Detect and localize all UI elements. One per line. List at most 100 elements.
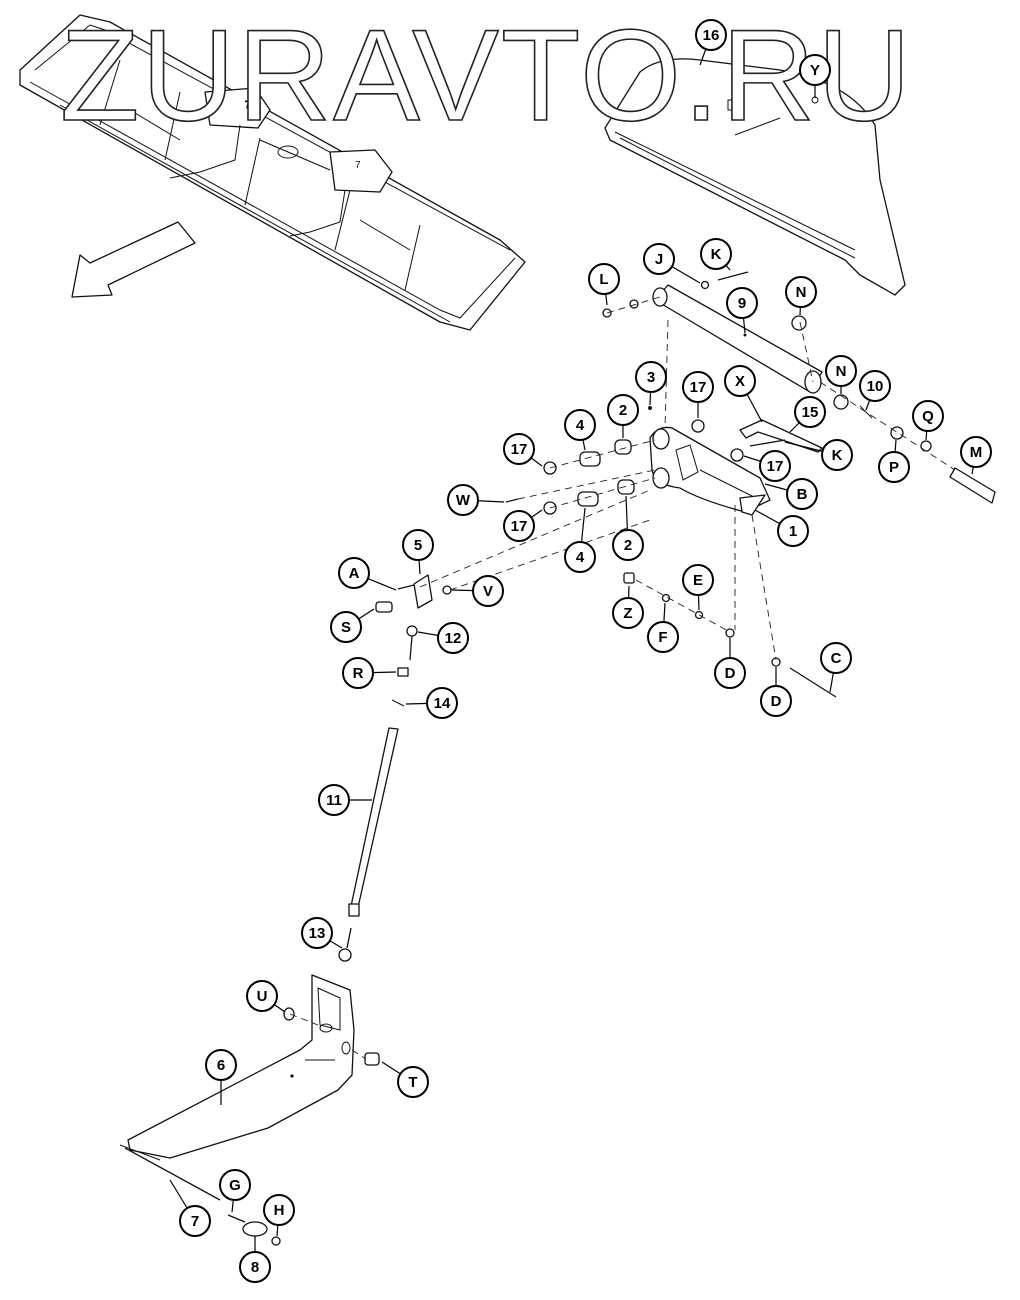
- callout-P: P: [878, 439, 910, 483]
- callout-circle-U: [246, 980, 278, 1012]
- callout-R: R: [342, 657, 397, 689]
- callout-circle-S: [330, 611, 362, 643]
- part-C-pin: [789, 667, 837, 698]
- callout-12: 12: [417, 622, 469, 654]
- callout-label-9: 9: [738, 295, 746, 312]
- callout-circle-N-top: [785, 276, 817, 308]
- link-bar-9: [652, 284, 823, 394]
- callout-label-P: P: [889, 459, 899, 476]
- callout-circle-M: [960, 436, 992, 468]
- bracket-5: [413, 574, 433, 609]
- callout-label-17-c: 17: [511, 441, 528, 458]
- callout-label-R: R: [353, 665, 364, 682]
- callout-circle-Q: [912, 400, 944, 432]
- plate-8: [242, 1221, 268, 1237]
- callout-2-top: 2: [607, 394, 639, 438]
- callout-label-M: M: [970, 444, 983, 461]
- callout-circle-N-mid: [825, 355, 857, 387]
- bushing-2-bottom: [617, 479, 635, 495]
- callout-label-2-top: 2: [619, 402, 627, 419]
- callout-1: 1: [754, 509, 809, 547]
- callout-T: T: [381, 1061, 429, 1098]
- bracket-15: [739, 419, 823, 453]
- pin-7: [124, 1147, 221, 1201]
- callout-D-right: D: [760, 667, 792, 717]
- callout-14: 14: [405, 687, 458, 719]
- part-F-washer: [661, 593, 671, 603]
- callout-circle-7: [179, 1205, 211, 1237]
- callout-circle-11: [318, 784, 350, 816]
- callout-label-16: 16: [703, 27, 720, 44]
- callout-label-6: 6: [217, 1057, 225, 1074]
- callout-label-1: 1: [789, 523, 797, 540]
- callout-3: 3: [635, 361, 667, 406]
- callout-U: U: [246, 980, 286, 1013]
- callout-label-Z: Z: [623, 605, 632, 622]
- assembly-lines: [289, 296, 956, 1060]
- callout-label-X: X: [735, 373, 745, 390]
- washer-17-a: [691, 419, 705, 433]
- callout-circle-K-top: [700, 238, 732, 270]
- callout-circle-W: [447, 484, 479, 516]
- part-Q-washer: [920, 440, 932, 452]
- rod-11: [349, 727, 399, 913]
- callout-circle-6: [205, 1049, 237, 1081]
- header-frame-overview: 7 7: [19, 14, 526, 331]
- callout-9: 9: [726, 287, 758, 334]
- callout-label-U: U: [257, 988, 268, 1005]
- callout-K-mid: K: [784, 439, 853, 471]
- callout-A: A: [338, 557, 397, 591]
- callout-label-S: S: [341, 619, 351, 636]
- callout-circle-2-bottom: [612, 529, 644, 561]
- callout-M: M: [960, 436, 992, 475]
- callout-circle-X: [724, 365, 756, 397]
- callout-circle-C: [820, 642, 852, 674]
- callout-X: X: [724, 365, 763, 423]
- part-N-bushing-top: [791, 315, 807, 331]
- callout-label-17-b: 17: [767, 458, 784, 475]
- callout-label-W: W: [456, 492, 471, 509]
- callout-circle-12: [437, 622, 469, 654]
- callout-E: E: [682, 564, 714, 611]
- part-G-screw: [227, 1214, 246, 1223]
- callout-13: 13: [301, 917, 343, 949]
- callout-circle-10: [859, 370, 891, 402]
- part-Z-bolt: [623, 572, 635, 584]
- callout-label-K-mid: K: [832, 447, 843, 464]
- callout-2-bottom: 2: [612, 495, 644, 561]
- callout-circle-9: [726, 287, 758, 319]
- callout-circle-15: [794, 396, 826, 428]
- callout-circle-17-a: [682, 371, 714, 403]
- callout-label-B: B: [797, 486, 808, 503]
- callout-label-J: J: [655, 251, 663, 268]
- callout-K-top: K: [700, 238, 732, 271]
- callout-Z: Z: [612, 585, 644, 629]
- callout-label-4-bottom: 4: [576, 549, 585, 566]
- callout-circle-16: [695, 19, 727, 51]
- bushing-4-top: [579, 451, 601, 467]
- callout-circle-L: [588, 263, 620, 295]
- callout-label-H: H: [274, 1202, 285, 1219]
- callout-V: V: [451, 575, 504, 607]
- callout-circle-5: [402, 529, 434, 561]
- part-T-bolt: [364, 1052, 380, 1066]
- callout-label-Y: Y: [810, 62, 820, 79]
- callout-S: S: [330, 608, 375, 643]
- callout-W: W: [447, 484, 505, 516]
- callout-circle-A: [338, 557, 370, 589]
- callout-label-8: 8: [251, 1259, 259, 1276]
- callout-label-17-a: 17: [690, 379, 707, 396]
- callout-circle-G: [219, 1169, 251, 1201]
- callout-label-4-top: 4: [576, 417, 585, 434]
- callout-H: H: [263, 1194, 295, 1237]
- part-P-nut: [890, 426, 904, 440]
- callout-circle-Z: [612, 597, 644, 629]
- part-D-washer-left: [725, 628, 735, 638]
- direction-arrow: [71, 221, 196, 298]
- callout-label-3: 3: [647, 369, 655, 386]
- callout-label-12: 12: [445, 630, 462, 647]
- callout-label-15: 15: [802, 404, 819, 421]
- callout-label-11: 11: [326, 792, 342, 809]
- callout-label-10: 10: [867, 378, 884, 395]
- part-N-bushing-mid: [833, 394, 849, 410]
